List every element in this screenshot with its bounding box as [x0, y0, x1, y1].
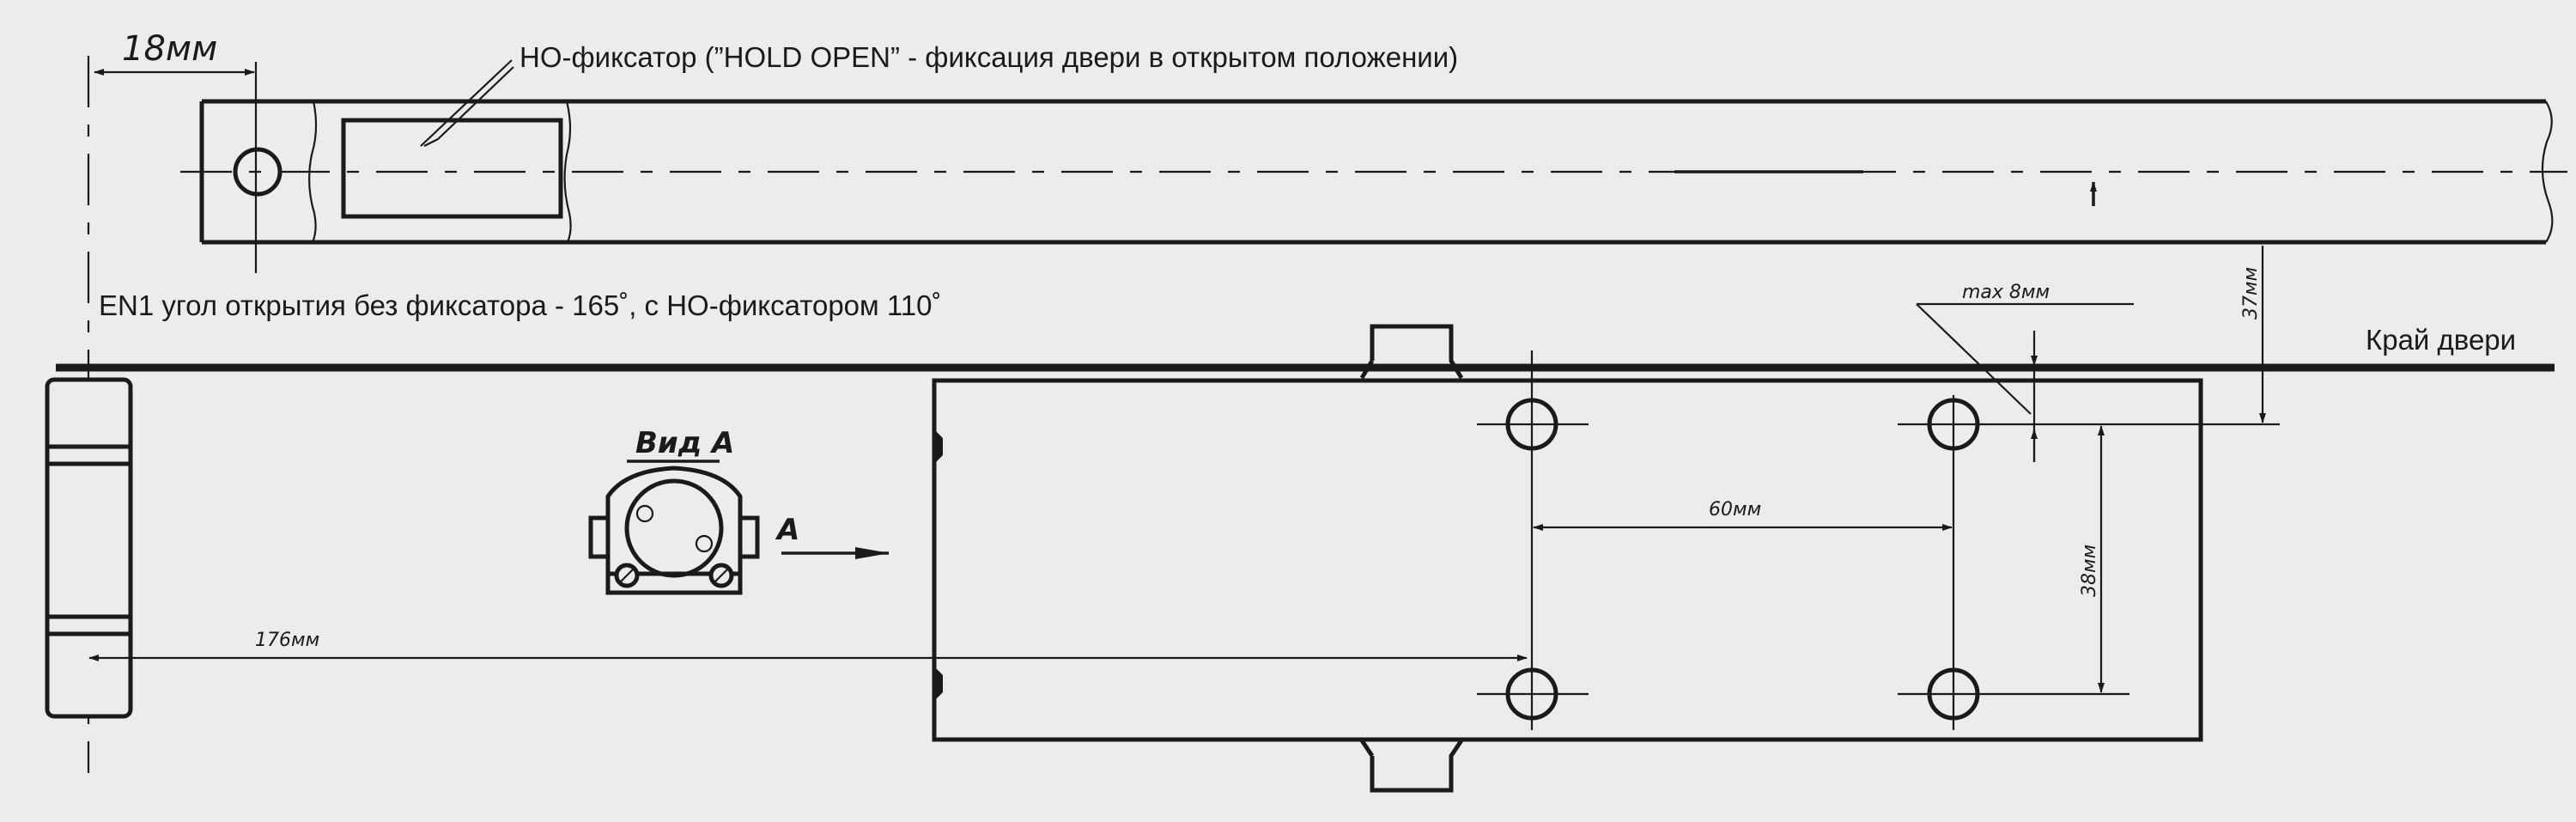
dim-37-label: 37мм	[2240, 267, 2262, 320]
ho-fixator-label: НО-фиксатор (”HOLD OPEN” - фиксация двер…	[519, 41, 1458, 73]
arrow-a-label: А	[775, 513, 799, 547]
dim-38-label: 38мм	[2079, 545, 2100, 597]
dim-37mm	[2241, 241, 2284, 423]
rail-pivot-hole	[233, 147, 283, 197]
closer-body	[932, 324, 2203, 793]
dim-max8	[1916, 302, 2134, 462]
view-a-title: Вид А	[635, 426, 734, 460]
door-edge-label: Край двери	[2366, 324, 2516, 356]
max-8-label: max 8мм	[1962, 282, 2050, 303]
dim-18-label: 18мм	[122, 29, 217, 69]
dim-60-label: 60мм	[1709, 499, 1761, 521]
ho-lock-block	[341, 118, 563, 219]
dim-18mm	[94, 62, 258, 273]
sliding-rail	[180, 99, 2567, 245]
en1-angle-label: EN1 угол открытия без фиксатора - 165˚, …	[99, 289, 942, 321]
ho-leader	[420, 59, 514, 147]
mounting-hole-group	[1477, 350, 2280, 730]
dim-176-label: 176мм	[255, 630, 319, 651]
view-a-detail	[588, 466, 760, 595]
door-hinge	[45, 377, 133, 719]
